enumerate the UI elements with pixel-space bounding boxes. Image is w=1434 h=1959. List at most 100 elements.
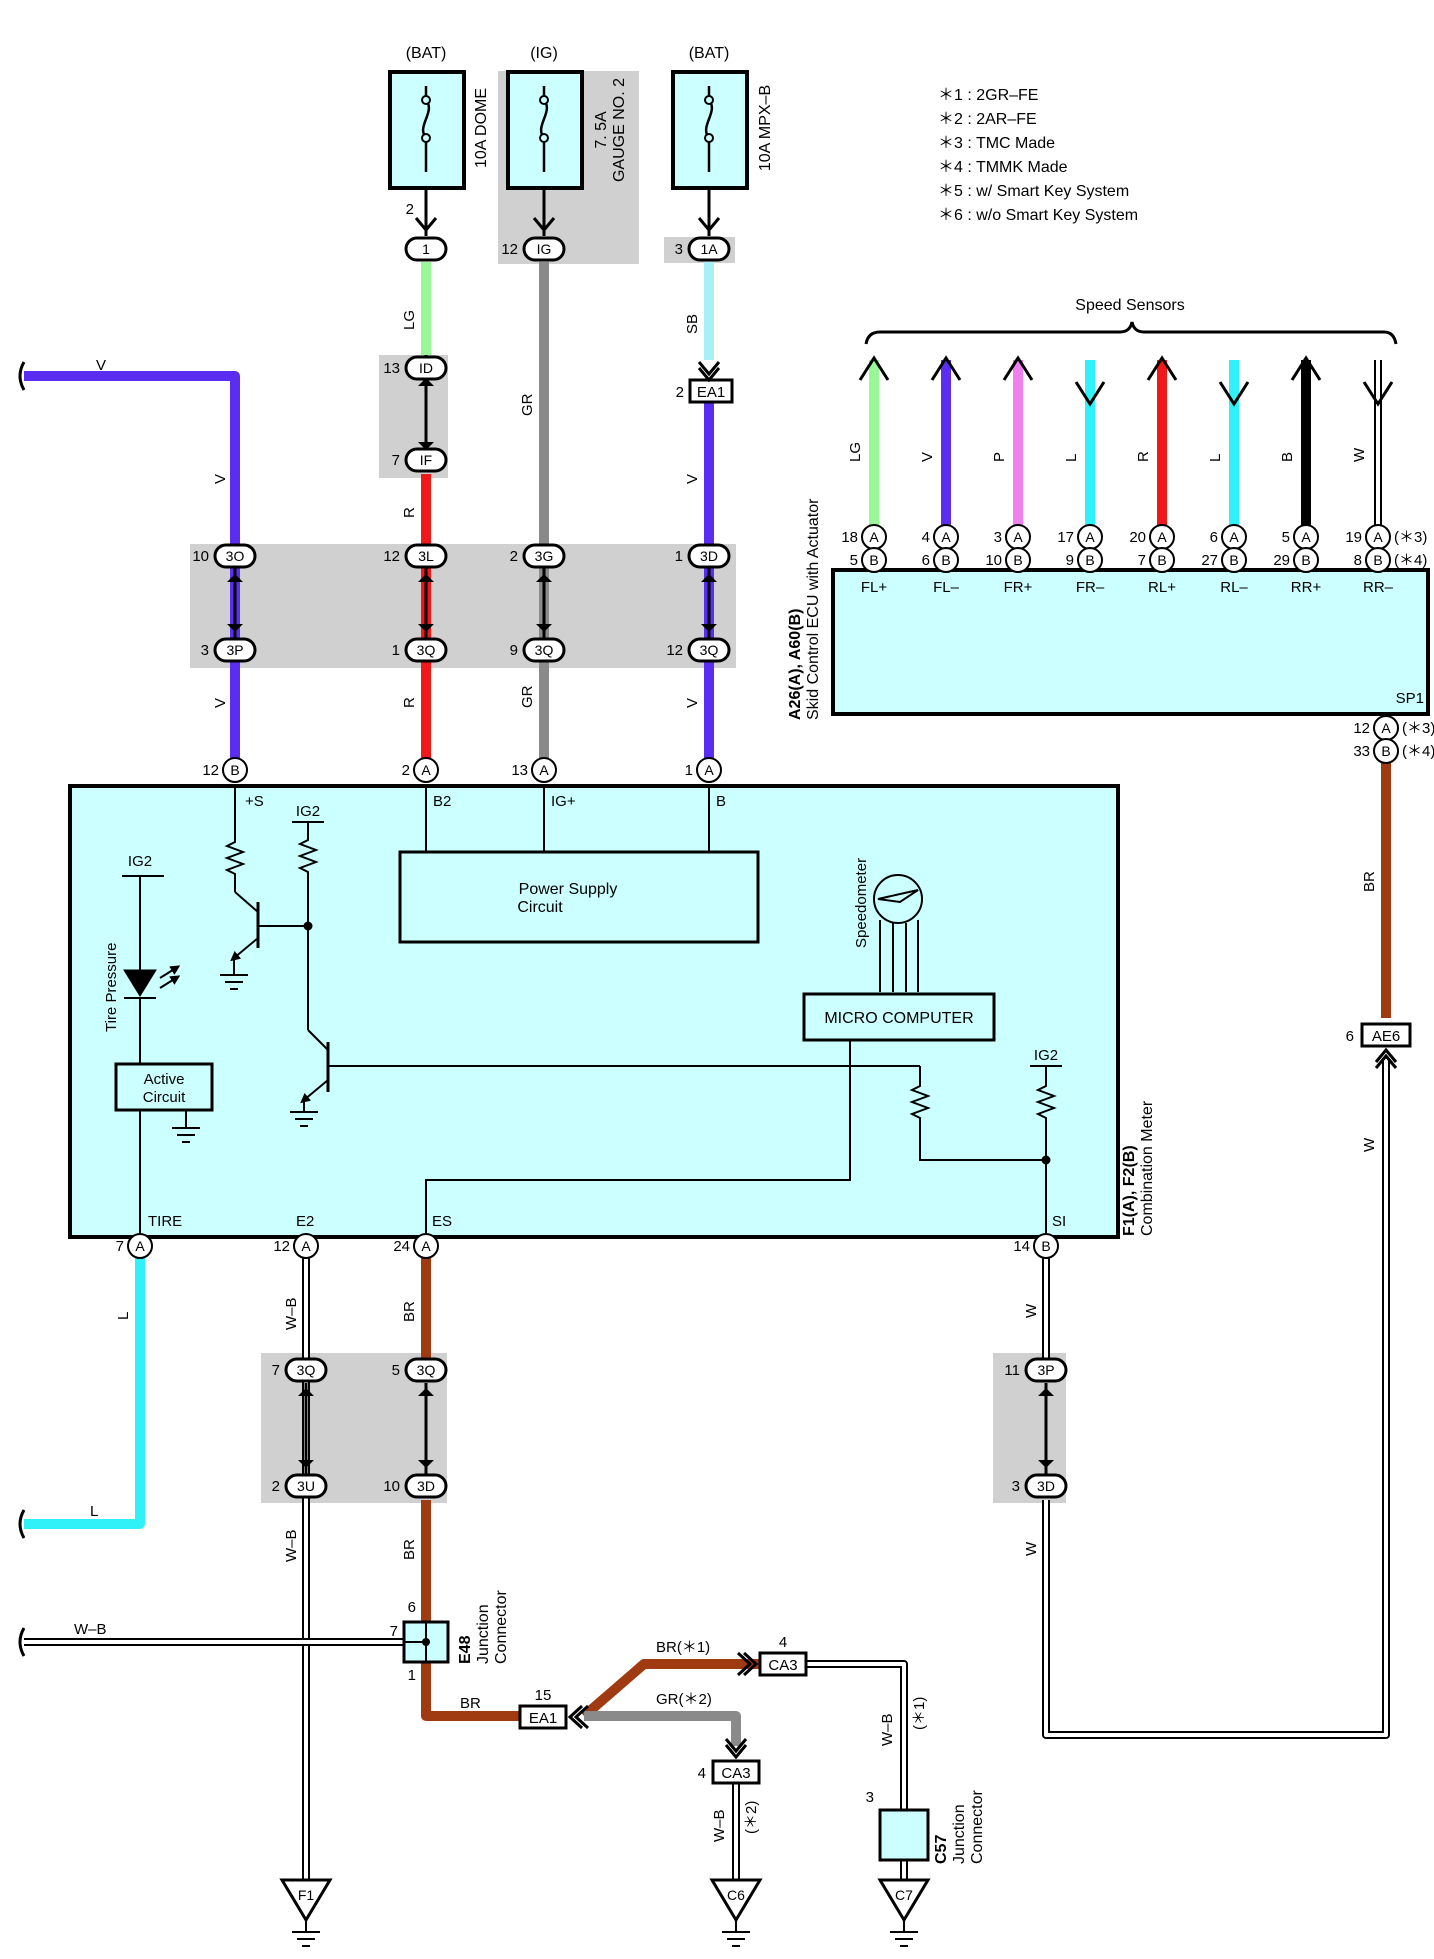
ecu-pin-a-5[interactable]: A20	[1129, 524, 1175, 550]
label-wb-left: W–B	[74, 1621, 107, 1638]
ecu-pin-a-4[interactable]: A17	[1057, 524, 1103, 550]
ecu-sp1-pin-a[interactable]: A12	[1353, 715, 1399, 741]
sensor-color-3: P	[991, 452, 1008, 462]
meter-label-2: Combination Meter	[1139, 1100, 1156, 1236]
ea1-top-name: EA1	[697, 384, 725, 401]
meter-top-pin-2[interactable]: A2	[402, 757, 439, 783]
connector-ca3-top[interactable]	[758, 1651, 808, 1677]
ae6-name: AE6	[1372, 1028, 1400, 1045]
power-supply-label-2: Circuit	[517, 899, 563, 916]
ea1-bot-pin: 15	[535, 1687, 552, 1704]
ecu-pin-b-4-number: 9	[1066, 552, 1074, 569]
label-gr-mid: GR	[519, 685, 536, 708]
conn-id-label: ID	[419, 360, 433, 376]
conn-1a[interactable]: 1A3	[675, 236, 731, 262]
conn-dome-1[interactable]: 1	[404, 236, 448, 262]
micro-computer	[802, 992, 996, 1042]
ig2-si: IG2	[1034, 1047, 1058, 1064]
label-sb: SB	[684, 314, 701, 334]
ecu-pin-b-6[interactable]: B27	[1201, 547, 1247, 573]
meter-top-pin-1-letter: B	[230, 762, 239, 778]
conn-3u[interactable]: 3U2	[272, 1473, 328, 1499]
connector-ea1-bottom[interactable]	[518, 1704, 568, 1730]
note-2: ＊2 : 2AR–FE	[938, 111, 1037, 128]
conn-3d-3[interactable]: 3D3	[1012, 1473, 1068, 1499]
fuse-dome-pin: 2	[406, 201, 414, 218]
ecu-pin-b-2[interactable]: B6	[922, 547, 959, 573]
ca3-bot-name: CA3	[721, 1765, 750, 1782]
wire-w-si-low-inner	[1044, 1058, 1388, 1737]
conn-3q-1[interactable]: 3Q1	[392, 637, 448, 663]
conn-3d[interactable]: 3D1	[675, 543, 731, 569]
connector-ae6[interactable]	[1360, 1022, 1412, 1048]
ecu-pin-a-1[interactable]: A18	[841, 524, 887, 550]
ecu-pin-b-3[interactable]: B10	[985, 547, 1031, 573]
wire-wb-ca3-inner	[806, 1662, 906, 1810]
conn-if[interactable]: IF7	[392, 447, 448, 473]
conn-3q-7[interactable]: 3Q7	[272, 1357, 328, 1383]
conn-3g[interactable]: 3G2	[510, 543, 566, 569]
meter-bottom-pin-4-letter: B	[1041, 1238, 1050, 1254]
c57-pin: 3	[866, 1789, 874, 1806]
conn-3d-3-number: 3	[1012, 1478, 1020, 1495]
note-3: ＊3 : TMC Made	[938, 135, 1055, 152]
meter-bottom-pin-2[interactable]: A12	[273, 1233, 319, 1259]
ecu-pin-b-1[interactable]: B5	[850, 547, 887, 573]
meter-bottom-pin-3[interactable]: A24	[393, 1233, 439, 1259]
conn-if-number: 7	[392, 452, 400, 469]
ecu-sp1-label: SP1	[1396, 690, 1424, 707]
ecu-pin-a-3[interactable]: A3	[994, 524, 1031, 550]
ecu-pin-a-2[interactable]: A4	[922, 524, 959, 550]
sensor-wire-2: V	[919, 355, 962, 530]
ca3-top-pin: 4	[779, 1634, 787, 1651]
ea1-bot-name: EA1	[529, 1710, 557, 1727]
meter-top-pin-4[interactable]: A1	[685, 757, 722, 783]
meter-top-pin-1[interactable]: B12	[202, 757, 248, 783]
rect-connectors: EA1 2 AE6 6 6 7 1 E48 Junction Connector…	[390, 361, 1412, 1864]
meter-top-pin-3[interactable]: A13	[511, 757, 557, 783]
ecu-pin-a-6[interactable]: A6	[1210, 524, 1247, 550]
sensor-wire-5: R	[1135, 355, 1178, 530]
skid-control-ecu[interactable]	[831, 568, 1430, 716]
ecu-sp1-pin-b-letter: B	[1381, 743, 1390, 759]
ecu-pin-b-4[interactable]: B9	[1066, 547, 1103, 573]
meter-bottom-pin-1[interactable]: A7	[116, 1233, 153, 1259]
ecu-pin-a-6-letter: A	[1229, 529, 1239, 545]
conn-id[interactable]: ID 13	[383, 355, 448, 381]
ecu-pin-b-8[interactable]: B8	[1354, 547, 1391, 573]
ecu-sp1-pin-b[interactable]: B33	[1353, 738, 1399, 764]
conn-ig-number: 12	[501, 241, 518, 258]
conn-3d-label: 3D	[700, 548, 718, 564]
note-5: ＊5 : w/ Smart Key System	[938, 183, 1129, 200]
conn-3q-5[interactable]: 3Q5	[392, 1357, 448, 1383]
meter-bottom-pin-4[interactable]: B14	[1013, 1233, 1059, 1259]
ecu-term-5: RL+	[1148, 579, 1176, 596]
ecu-pin-a-8[interactable]: A19	[1345, 524, 1391, 550]
ecu-label-1: A26(A), A60(B)	[787, 609, 804, 720]
conn-3o-label: 3O	[226, 548, 245, 564]
conn-3q-9[interactable]: 3Q9	[510, 637, 566, 663]
ecu-pin-b-7[interactable]: B29	[1273, 547, 1319, 573]
conn-id-number: 13	[383, 360, 400, 377]
ecu-pin-b-6-letter: B	[1229, 552, 1238, 568]
conn-3p[interactable]: 3P3	[201, 637, 257, 663]
connector-ea1-top[interactable]	[688, 378, 734, 404]
connector-c57[interactable]	[878, 1808, 930, 1862]
ecu-sp1-pin-a-letter: A	[1381, 720, 1391, 736]
ae6-pin: 6	[1346, 1028, 1354, 1045]
ecu-pin-a-7[interactable]: A5	[1282, 524, 1319, 550]
e48-pin7: 7	[390, 1623, 398, 1640]
note-1: ＊1 : 2GR–FE	[938, 87, 1038, 104]
connector-ca3-bottom[interactable]	[711, 1759, 761, 1785]
ecu-pin-b-5[interactable]: B7	[1138, 547, 1175, 573]
ecu-pin-a-6-number: 6	[1210, 529, 1218, 546]
ecu-pin-b-7-number: 29	[1273, 552, 1290, 569]
